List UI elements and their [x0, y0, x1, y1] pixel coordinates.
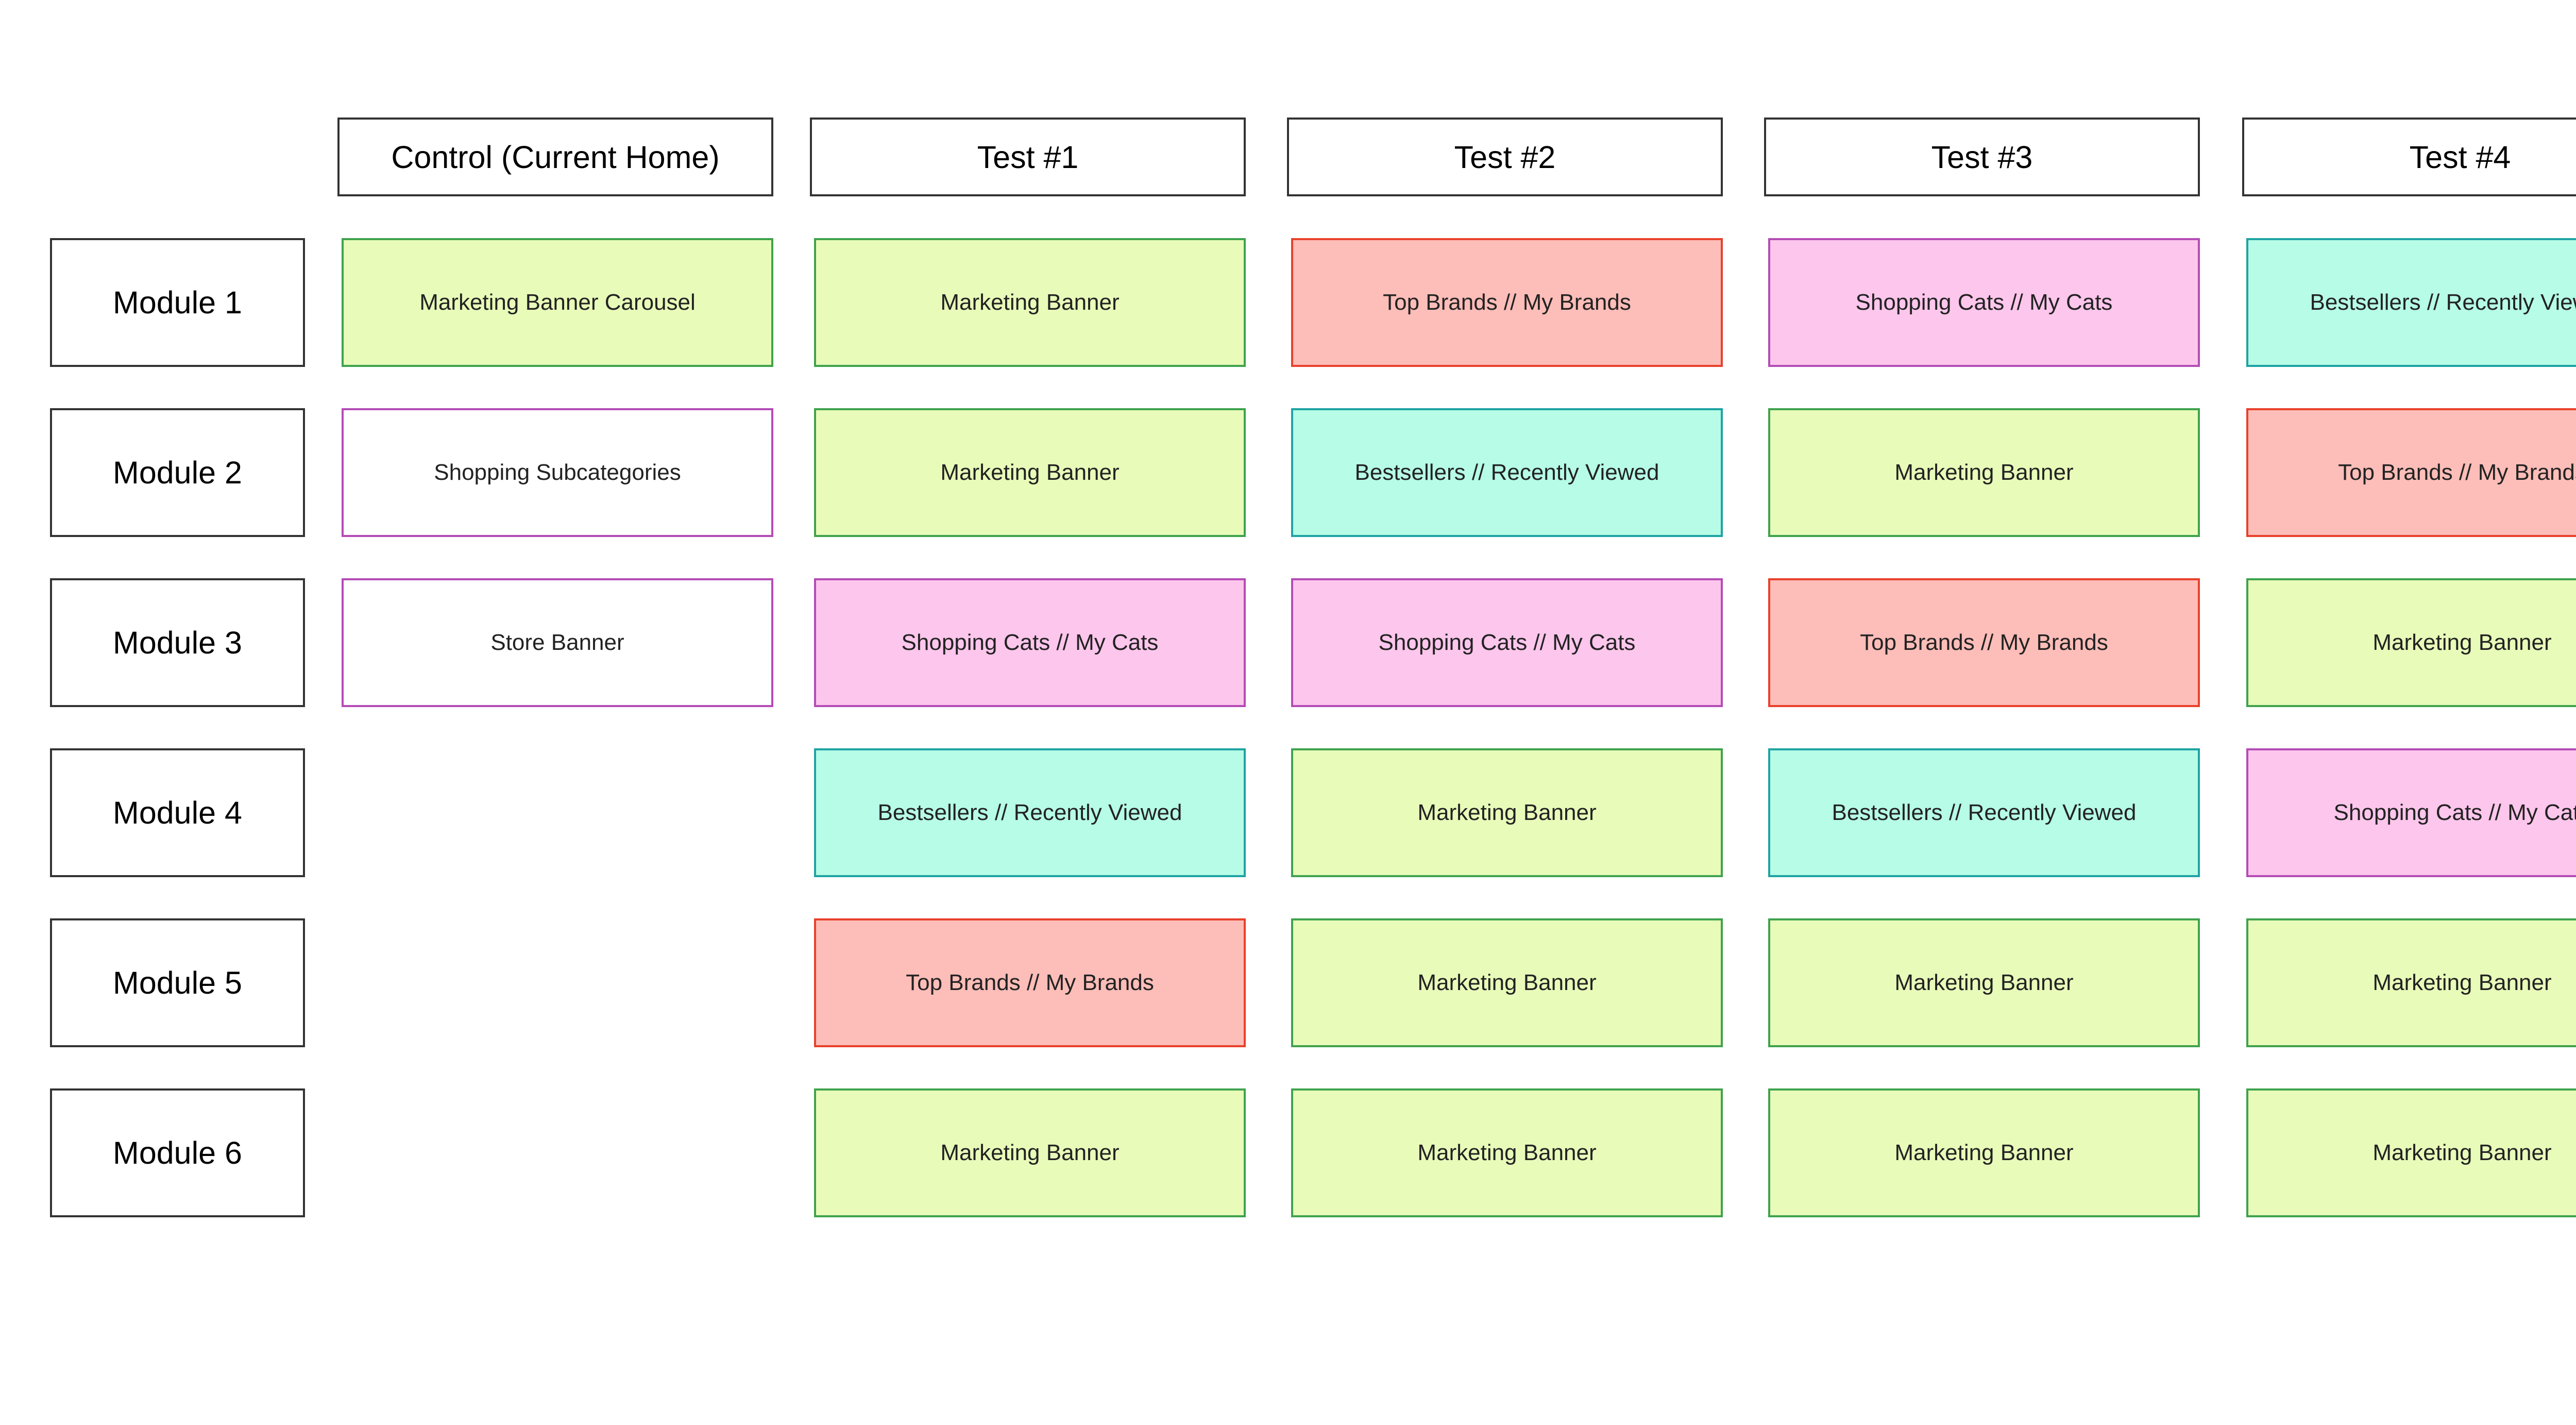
module-box-top-brands-my-brands: Top Brands // My Brands: [814, 918, 1246, 1047]
module-box-bestsellers-recently-viewed: Bestsellers // Recently Viewed: [1291, 408, 1723, 537]
module-box-shopping-subcategories: Shopping Subcategories: [342, 408, 773, 537]
module-box-marketing-banner: Marketing Banner: [1768, 1088, 2200, 1217]
module-box-marketing-banner: Marketing Banner: [1768, 408, 2200, 537]
row-label-module-1: Module 1: [50, 238, 305, 367]
module-box-marketing-banner: Marketing Banner: [1291, 918, 1723, 1047]
module-box-marketing-banner-carousel: Marketing Banner Carousel: [342, 238, 773, 367]
column-header-test-1: Test #1: [810, 118, 1246, 196]
row-label-module-2: Module 2: [50, 408, 305, 537]
module-box-top-brands-my-brands: Top Brands // My Brands: [2246, 408, 2576, 537]
column-header-control-current-home: Control (Current Home): [337, 118, 773, 196]
row-label-module-4: Module 4: [50, 748, 305, 877]
module-box-top-brands-my-brands: Top Brands // My Brands: [1768, 578, 2200, 707]
module-box-shopping-cats-my-cats: Shopping Cats // My Cats: [1768, 238, 2200, 367]
column-header-test-3: Test #3: [1764, 118, 2200, 196]
row-label-module-6: Module 6: [50, 1088, 305, 1217]
module-box-shopping-cats-my-cats: Shopping Cats // My Cats: [1291, 578, 1723, 707]
module-box-marketing-banner: Marketing Banner: [1291, 1088, 1723, 1217]
module-box-marketing-banner: Marketing Banner: [814, 238, 1246, 367]
column-header-test-4: Test #4: [2242, 118, 2576, 196]
row-label-module-3: Module 3: [50, 578, 305, 707]
module-box-bestsellers-recently-viewed: Bestsellers // Recently Viewed: [814, 748, 1246, 877]
module-box-marketing-banner: Marketing Banner: [1291, 748, 1723, 877]
module-box-store-banner: Store Banner: [342, 578, 773, 707]
module-box-marketing-banner: Marketing Banner: [814, 1088, 1246, 1217]
module-box-marketing-banner: Marketing Banner: [2246, 918, 2576, 1047]
module-box-marketing-banner: Marketing Banner: [2246, 1088, 2576, 1217]
module-box-bestsellers-recently-viewed: Bestsellers // Recently Viewed: [2246, 238, 2576, 367]
module-box-shopping-cats-my-cats: Shopping Cats // My Cats: [2246, 748, 2576, 877]
column-header-test-2: Test #2: [1287, 118, 1723, 196]
row-label-module-5: Module 5: [50, 918, 305, 1047]
module-box-bestsellers-recently-viewed: Bestsellers // Recently Viewed: [1768, 748, 2200, 877]
module-box-marketing-banner: Marketing Banner: [814, 408, 1246, 537]
module-box-marketing-banner: Marketing Banner: [2246, 578, 2576, 707]
module-box-shopping-cats-my-cats: Shopping Cats // My Cats: [814, 578, 1246, 707]
module-box-marketing-banner: Marketing Banner: [1768, 918, 2200, 1047]
module-box-top-brands-my-brands: Top Brands // My Brands: [1291, 238, 1723, 367]
